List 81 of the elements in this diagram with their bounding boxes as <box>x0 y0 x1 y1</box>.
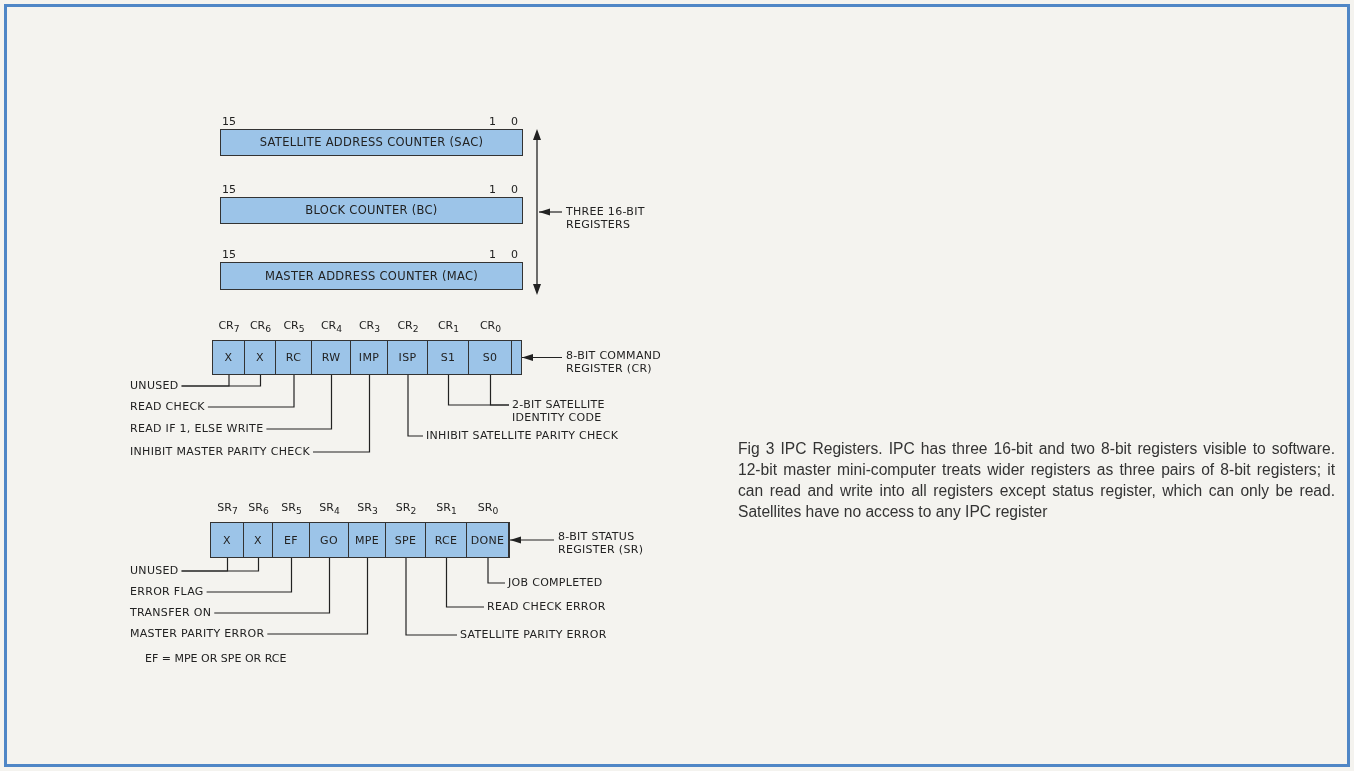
callout-text: SATELLITE PARITY ERROR <box>460 628 607 641</box>
callout-text: INHIBIT SATELLITE PARITY CHECK <box>426 429 619 442</box>
bit-label: CR$_{3}$ <box>358 319 381 336</box>
bit-number: 1 <box>489 115 496 128</box>
callout-text: UNUSED <box>130 564 179 577</box>
bit-label: CR$_{5}$ <box>283 319 305 336</box>
bit-label: CR$_{1}$ <box>437 319 460 336</box>
register-bit-cell: DONE <box>467 523 509 557</box>
callout-text: 8-BIT STATUS REGISTER (SR) <box>558 530 678 556</box>
bit-label: SR$_{1}$ <box>436 501 457 518</box>
leader-line <box>487 556 506 584</box>
leader-line <box>180 373 262 387</box>
register-bit-cell: S0 <box>469 341 512 374</box>
figure-caption: Fig 3 IPC Registers. IPC has three 16-bit and two 8-bit registers visible to software. 12-bit master mini-computer treats wider registers as three pairs of 8-bit registers; it can read and write into all registers except status register, which can only be read. Satellites have no access to any IPC register <box>738 439 1335 522</box>
arrow <box>521 354 563 361</box>
register-bit-cell: IMP <box>351 341 388 374</box>
bit-label: CR$_{2}$ <box>397 319 419 336</box>
bit-number: 0 <box>511 115 518 128</box>
leader-line <box>407 373 424 437</box>
leader-line <box>207 373 295 408</box>
note-text: EF = MPE OR SPE OR RCE <box>145 652 287 665</box>
bit-label: CR$_{7}$ <box>218 319 240 336</box>
register-box <box>210 522 510 558</box>
callout-text: TRANSFER ON <box>130 606 212 619</box>
bit-label: CR$_{4}$ <box>320 319 343 336</box>
bit-number: 15 <box>222 248 236 261</box>
register-bit-cell: GO <box>310 523 349 557</box>
bit-number: 1 <box>489 248 496 261</box>
bit-label: SR$_{2}$ <box>395 501 417 518</box>
register-bit-cell: EF <box>273 523 310 557</box>
bit-number: 15 <box>222 115 236 128</box>
bit-number: 1 <box>489 183 496 196</box>
register-bit-cell: RC <box>276 341 312 374</box>
leader-line <box>265 373 333 430</box>
bit-number: 15 <box>222 183 236 196</box>
bit-label: CR$_{0}$ <box>479 319 502 336</box>
bit-label: SR$_{4}$ <box>319 501 340 518</box>
register-bit-cell: S1 <box>428 341 469 374</box>
bit-label: SR$_{0}$ <box>477 501 499 518</box>
leader-line <box>489 373 510 406</box>
double-arrow-bar <box>531 129 543 295</box>
register-bit-cell: RW <box>312 341 351 374</box>
register-bit-cell: X <box>211 523 244 557</box>
callout-text: READ CHECK ERROR <box>487 600 606 613</box>
bit-label: CR$_{6}$ <box>249 319 272 336</box>
arrow <box>538 208 563 216</box>
leader-line <box>405 556 458 636</box>
register-bit-cell: X <box>213 341 245 374</box>
bit-number: 0 <box>511 183 518 196</box>
callout-text: 2-BIT SATELLITE IDENTITY CODE <box>512 398 632 424</box>
leader-line <box>180 556 260 572</box>
callout-text: READ IF 1, ELSE WRITE <box>130 422 264 435</box>
bit-label: SR$_{5}$ <box>281 501 302 518</box>
register-bit-cell: X <box>244 523 273 557</box>
register-bit-cell: ISP <box>388 341 428 374</box>
leader-line <box>445 556 485 608</box>
bit-label: SR$_{7}$ <box>217 501 238 518</box>
bit-number: 0 <box>511 248 518 261</box>
register-bit-cell: X <box>245 341 276 374</box>
leader-line <box>213 556 331 614</box>
register-bit-cell: SPE <box>386 523 426 557</box>
register-box: MASTER ADDRESS COUNTER (MAC) <box>220 262 523 290</box>
arrow <box>509 536 555 544</box>
bit-label: SR$_{3}$ <box>357 501 378 518</box>
register-box: BLOCK COUNTER (BC) <box>220 197 523 224</box>
callout-text: UNUSED <box>130 379 179 392</box>
callout-text: ERROR FLAG <box>130 585 204 598</box>
register-bit-cell: MPE <box>349 523 386 557</box>
callout-text: JOB COMPLETED <box>508 576 603 589</box>
register-box <box>212 340 522 375</box>
bit-label: SR$_{6}$ <box>248 501 269 518</box>
leader-line <box>206 556 293 593</box>
leader-line <box>266 556 369 635</box>
register-box: SATELLITE ADDRESS COUNTER (SAC) <box>220 129 523 156</box>
callout-text: INHIBIT MASTER PARITY CHECK <box>130 445 310 458</box>
register-bit-cell: RCE <box>426 523 467 557</box>
callout-text: READ CHECK <box>130 400 205 413</box>
callout-text: 8-BIT COMMAND REGISTER (CR) <box>566 349 686 375</box>
callout-text: MASTER PARITY ERROR <box>130 627 265 640</box>
callout-text: THREE 16-BIT REGISTERS <box>566 205 658 231</box>
leader-line <box>312 373 371 453</box>
